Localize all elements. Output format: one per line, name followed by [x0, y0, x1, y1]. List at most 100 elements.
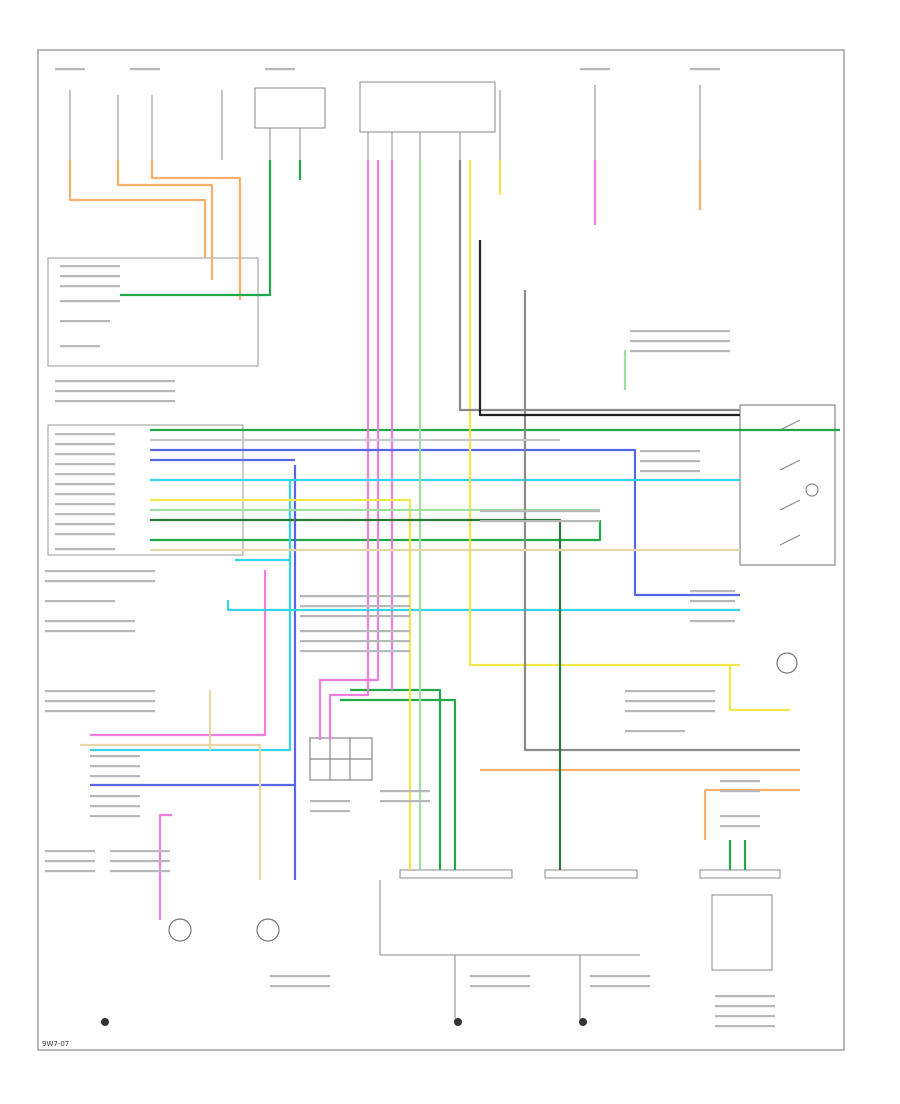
fine-print-label [130, 68, 160, 71]
fine-print-label [55, 503, 115, 506]
ground-icon [579, 1018, 587, 1026]
hazard-switch-module [739, 404, 836, 566]
fine-print-label [55, 548, 115, 551]
fine-print-label [640, 460, 700, 463]
fine-print-label [690, 600, 735, 603]
fine-print-label [55, 463, 115, 466]
ground-symbols [101, 1018, 587, 1026]
fine-print-label [640, 450, 700, 453]
fine-print-label [625, 690, 715, 693]
fine-print-label [380, 800, 430, 803]
fine-print-label [270, 975, 330, 978]
fine-print-label [720, 815, 760, 818]
fine-print-label [265, 68, 295, 71]
fine-print-label [630, 340, 730, 343]
wire-green [350, 688, 442, 870]
left-rear-lamp-icon [168, 918, 192, 942]
wire-pink [318, 160, 380, 740]
fine-print-label [45, 860, 95, 863]
wire-green [120, 160, 272, 297]
wire-green [340, 698, 457, 870]
wire-orange [150, 160, 242, 300]
wire-yellow [468, 160, 740, 667]
fine-print-label [45, 630, 135, 633]
fine-print-label [690, 68, 720, 71]
fine-print-label [715, 995, 775, 998]
fine-print-label [90, 815, 140, 818]
left-connector-block [47, 257, 259, 556]
fine-print-label [625, 700, 715, 703]
fine-print-label [300, 605, 410, 608]
fine-print-label [60, 320, 110, 323]
fine-print-label [590, 985, 650, 988]
fine-print-label [55, 400, 175, 403]
diagram-code: 9W7-07 [42, 1040, 69, 1048]
fine-print-label [45, 870, 95, 873]
fine-print-label [720, 825, 760, 828]
right-rear-lamp-icon [256, 918, 280, 942]
wire-cyan [90, 558, 292, 752]
fine-print-label [55, 523, 115, 526]
fine-print-label [110, 870, 170, 873]
label-bars [45, 68, 775, 1028]
fine-print-label [630, 350, 730, 353]
fine-print-label [715, 1025, 775, 1028]
wire-blue [150, 448, 740, 597]
fine-print-label [55, 473, 115, 476]
fine-print-label [55, 493, 115, 496]
bottom-connectors [379, 869, 781, 1020]
wire-pink [90, 570, 267, 737]
fine-print-label [45, 690, 155, 693]
trailer-connector [309, 737, 373, 781]
wire-orange [68, 160, 207, 258]
wire-pink [158, 813, 172, 920]
fine-print-label [300, 615, 410, 618]
ground-icon [101, 1018, 109, 1026]
wire-orange [116, 160, 214, 280]
fine-print-label [60, 285, 120, 288]
fine-print-label [310, 810, 350, 813]
fine-print-label [470, 985, 530, 988]
fine-print-label [300, 640, 410, 643]
wire-tan [80, 743, 262, 880]
fine-print-label [55, 433, 115, 436]
fine-print-label [470, 975, 530, 978]
fine-print-label [300, 650, 410, 653]
fine-print-label [300, 630, 410, 633]
fine-print-label [60, 345, 100, 348]
fine-print-label [715, 1005, 775, 1008]
fine-print-label [690, 590, 735, 593]
wire-gray [523, 290, 800, 752]
top-fuse-feeds [69, 81, 701, 160]
fine-print-label [270, 985, 330, 988]
fine-print-label [55, 443, 115, 446]
fine-print-label [45, 710, 155, 713]
fine-print-label [640, 470, 700, 473]
fine-print-label [310, 800, 350, 803]
fine-print-label [720, 780, 760, 783]
fine-print-label [580, 68, 610, 71]
fine-print-label [690, 620, 735, 623]
fine-print-label [60, 300, 120, 303]
fine-print-label [45, 620, 135, 623]
wire-green [150, 520, 602, 542]
fine-print-label [480, 520, 600, 523]
fine-print-label [45, 850, 95, 853]
fine-print-label [55, 483, 115, 486]
wire-yellow [728, 665, 790, 712]
fine-print-label [55, 513, 115, 516]
fine-print-label [60, 275, 120, 278]
diagram-border [37, 49, 845, 1051]
lamp-symbols [168, 652, 798, 942]
fine-print-label [630, 330, 730, 333]
fine-print-label [110, 850, 170, 853]
fine-print-label [90, 795, 140, 798]
fine-print-label [715, 1015, 775, 1018]
fine-print-label [380, 790, 430, 793]
fine-print-label [90, 805, 140, 808]
fine-print-label [110, 860, 170, 863]
fine-print-label [300, 595, 410, 598]
fine-print-label [55, 390, 175, 393]
